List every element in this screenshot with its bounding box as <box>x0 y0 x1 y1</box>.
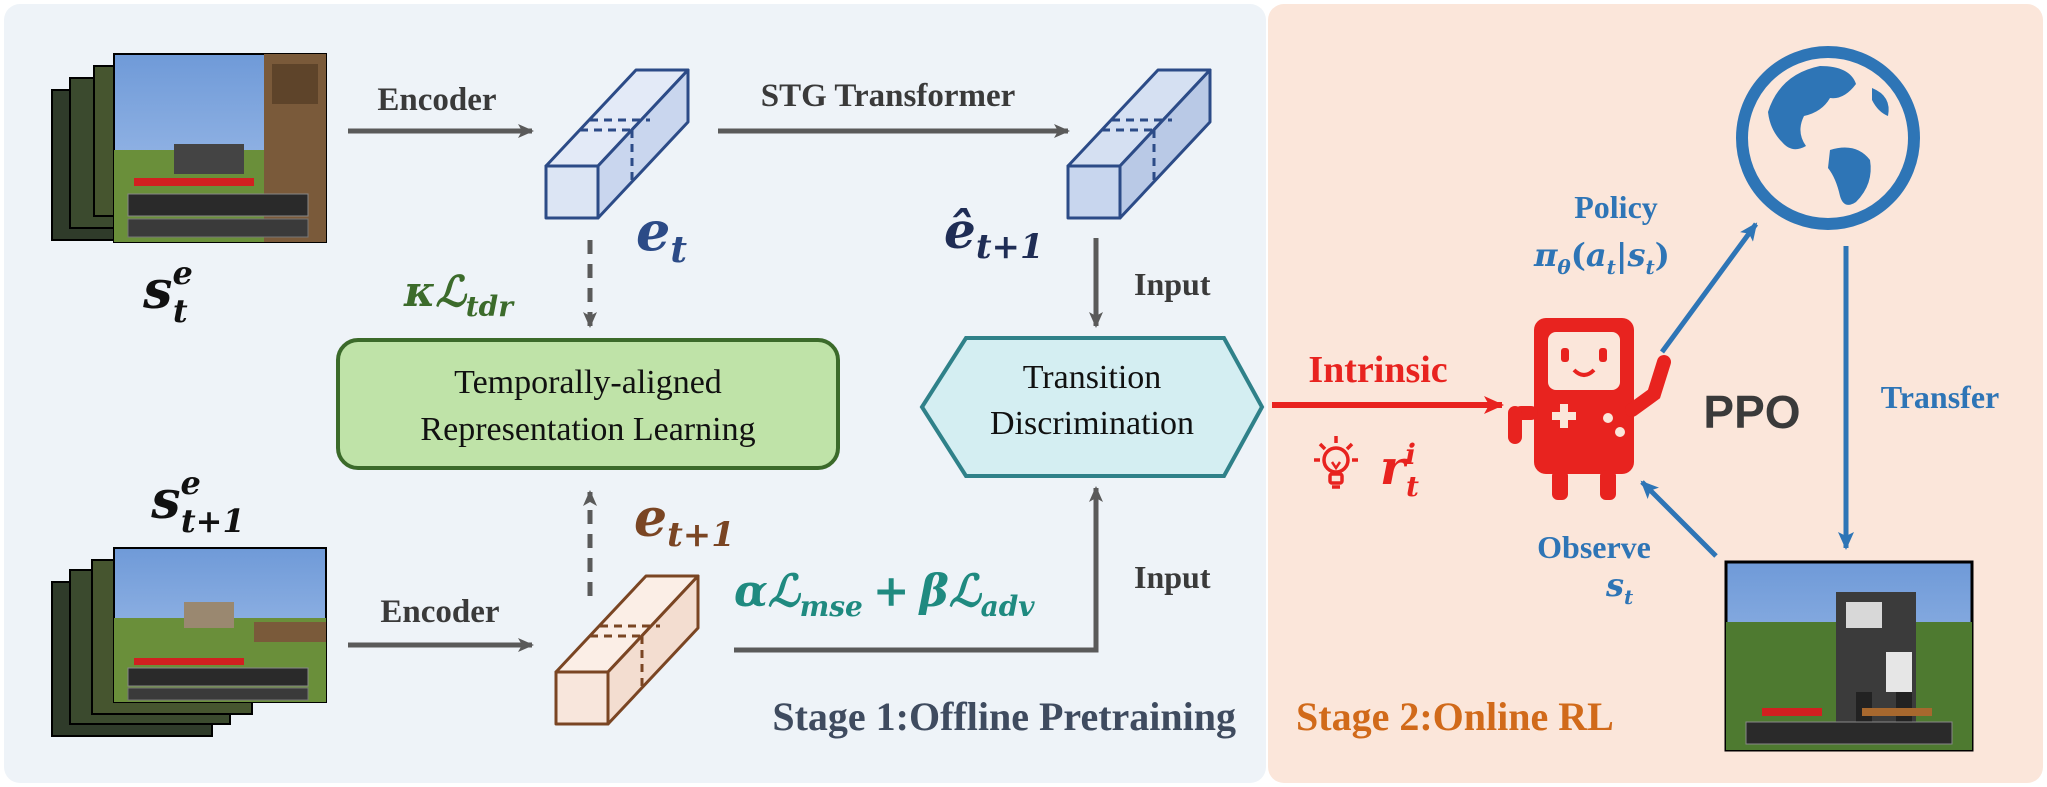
observe-label: Observe <box>1537 529 1651 565</box>
state-frames-top <box>51 53 327 243</box>
policy-arrow <box>1659 222 1759 354</box>
loss-combo: αℒmse+βℒadv <box>734 566 1035 623</box>
td-hexagon <box>919 336 1265 478</box>
stage1-title: Stage 1:Offline Pretraining <box>772 694 1236 739</box>
input-bottom-label: Input <box>1134 559 1211 595</box>
environment-frame <box>1724 560 1974 752</box>
tar-box-line1: Temporally-aligned <box>454 364 722 401</box>
encoder-top-label: Encoder <box>377 82 496 118</box>
tar-box <box>336 338 840 470</box>
embed-label-et1: et+1 <box>634 488 735 555</box>
tar-box-line2: Representation Learning <box>420 411 755 448</box>
observe-state: st <box>1605 566 1634 609</box>
loss-tdr: κℒtdr <box>403 267 515 323</box>
policy-label: Policy <box>1574 189 1658 225</box>
embedding-cube-et1 <box>554 574 700 726</box>
lightbulb-icon <box>1314 436 1358 489</box>
stage2-title: Stage 2:Online RL <box>1296 694 1614 739</box>
observe-arrow <box>1640 480 1718 558</box>
encoder-bottom-label: Encoder <box>380 594 499 630</box>
td-line1: Transition <box>1023 359 1162 396</box>
policy-formula: πθ(at|st) <box>1533 236 1670 279</box>
globe-icon <box>1736 46 1920 230</box>
robot-agent-icon <box>1508 318 1671 500</box>
input-top-label: Input <box>1134 266 1211 302</box>
input-bottom-arrow <box>734 486 1103 653</box>
embed-label-et: et <box>636 199 687 271</box>
embedding-cube-et <box>544 68 690 220</box>
ppo-label: PPO <box>1703 386 1800 438</box>
transfer-label: Transfer <box>1881 379 1999 415</box>
intrinsic-label: Intrinsic <box>1308 349 1447 391</box>
td-line2: Discrimination <box>990 405 1194 442</box>
embedding-cube-pred <box>1066 68 1212 220</box>
state-frames-bottom <box>51 547 327 737</box>
embed-label-pred: êt+1 <box>944 201 1044 267</box>
stg-transformer-label: STG Transformer <box>761 78 1016 114</box>
